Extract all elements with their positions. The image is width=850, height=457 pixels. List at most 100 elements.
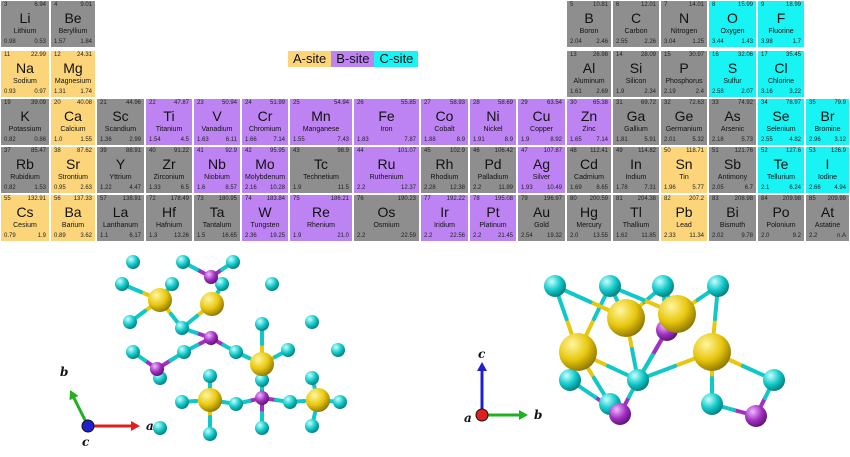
element-symbol: Ru [377,156,396,172]
electronegativity: 2.2 [473,233,482,239]
density-value: 12.38 [449,185,465,191]
element-symbol: Os [377,204,396,220]
electronegativity: 2.2 [473,185,482,191]
element-name: Manganese [302,126,340,133]
electronegativity: 1.0 [54,137,63,143]
atomic-number: 45 [424,148,431,154]
electronegativity: 1.69 [570,185,582,191]
element-symbol: Hf [162,204,176,220]
density-value: 8.9 [504,137,513,143]
density-value: 4.82 [789,137,801,143]
atomic-mass: 209.99 [827,196,846,202]
electronegativity: 2.66 [809,185,821,191]
atomic-number: 29 [521,100,528,106]
density-value: 10.49 [546,185,562,191]
element-symbol: Te [773,156,789,172]
element-symbol: Hg [580,204,598,220]
density-value: 9.2 [792,233,801,239]
element-symbol: At [820,204,835,220]
electronegativity: 2.36 [245,233,257,239]
electronegativity: 1.6 [197,185,206,191]
atomic-mass: 207.2 [688,196,704,202]
atom-C-site [281,343,295,357]
electronegativity: 1.61 [570,89,582,95]
density-value: 6.11 [225,137,237,143]
atom-C-site [707,275,729,297]
element-name: Tantalum [202,222,232,229]
electronegativity: 2.58 [712,89,724,95]
density-value: 8.92 [550,137,562,143]
element-symbol: Fe [378,108,395,124]
density-value: 6.24 [789,185,801,191]
density-value: 7.87 [404,137,416,143]
atomic-number: 38 [54,148,61,154]
density-value: 1.7 [792,39,801,45]
density-value: 7.14 [273,137,285,143]
electronegativity: 1.88 [424,137,436,143]
electronegativity: 3.04 [664,39,676,45]
density-value: 11.34 [689,233,704,239]
atom-C-site [203,369,217,383]
atomic-number: 43 [293,148,300,154]
atomic-number: 74 [245,196,252,202]
atomic-number: 22 [149,100,156,106]
density-value: 11.5 [337,185,349,191]
atomic-number: 11 [4,52,11,58]
element-name: Lithium [13,28,37,35]
element-name: Cesium [13,222,37,229]
atomic-mass: 192.22 [446,196,465,202]
atom-C-site [175,395,189,409]
electronegativity: 2.54 [521,233,533,239]
element-name: Thallium [622,222,650,229]
density-value: 5.32 [692,137,704,143]
electronegativity: 0.93 [4,89,16,95]
atomic-number: 82 [664,196,671,202]
atom-C-site [177,345,191,359]
atom-C-site [305,371,319,385]
atomic-number: 52 [761,148,768,154]
element-name: Hafnium [155,222,183,229]
atomic-mass: 208.98 [734,196,753,202]
element-name: Titanium [155,126,183,133]
element-name: Nitrogen [670,28,698,35]
element-name: Carbon [624,28,648,35]
atom-C-site [599,275,621,297]
atomic-mass: 65.38 [592,100,608,106]
element-name: Gold [534,222,549,229]
atomic-mass: 85.47 [30,148,46,154]
density-value: 6.5 [180,185,189,191]
atomic-number: 80 [570,196,577,202]
atomic-mass: 98.9 [337,148,349,154]
electronegativity: 2.55 [761,137,773,143]
element-symbol: K [20,108,30,124]
electronegativity: 2.1 [761,185,770,191]
atomic-mass: 183.84 [266,196,285,202]
element-name: Rubidium [10,174,40,181]
atomic-number: 46 [473,148,480,154]
element-symbol: Se [772,108,790,124]
element-name: Sodium [13,78,37,85]
atom-C-site [652,275,674,297]
atomic-mass: 114.82 [638,148,656,154]
electronegativity: 2.05 [712,185,724,191]
atomic-number: 37 [4,148,11,154]
atomic-number: 27 [424,100,431,106]
element-name: Magnesium [54,78,92,85]
element-name: Arsenic [720,126,745,133]
element-symbol: Rb [16,156,34,172]
element-symbol: P [679,60,689,76]
atomic-mass: 118.71 [686,148,704,154]
electronegativity: 1.9 [616,89,625,95]
